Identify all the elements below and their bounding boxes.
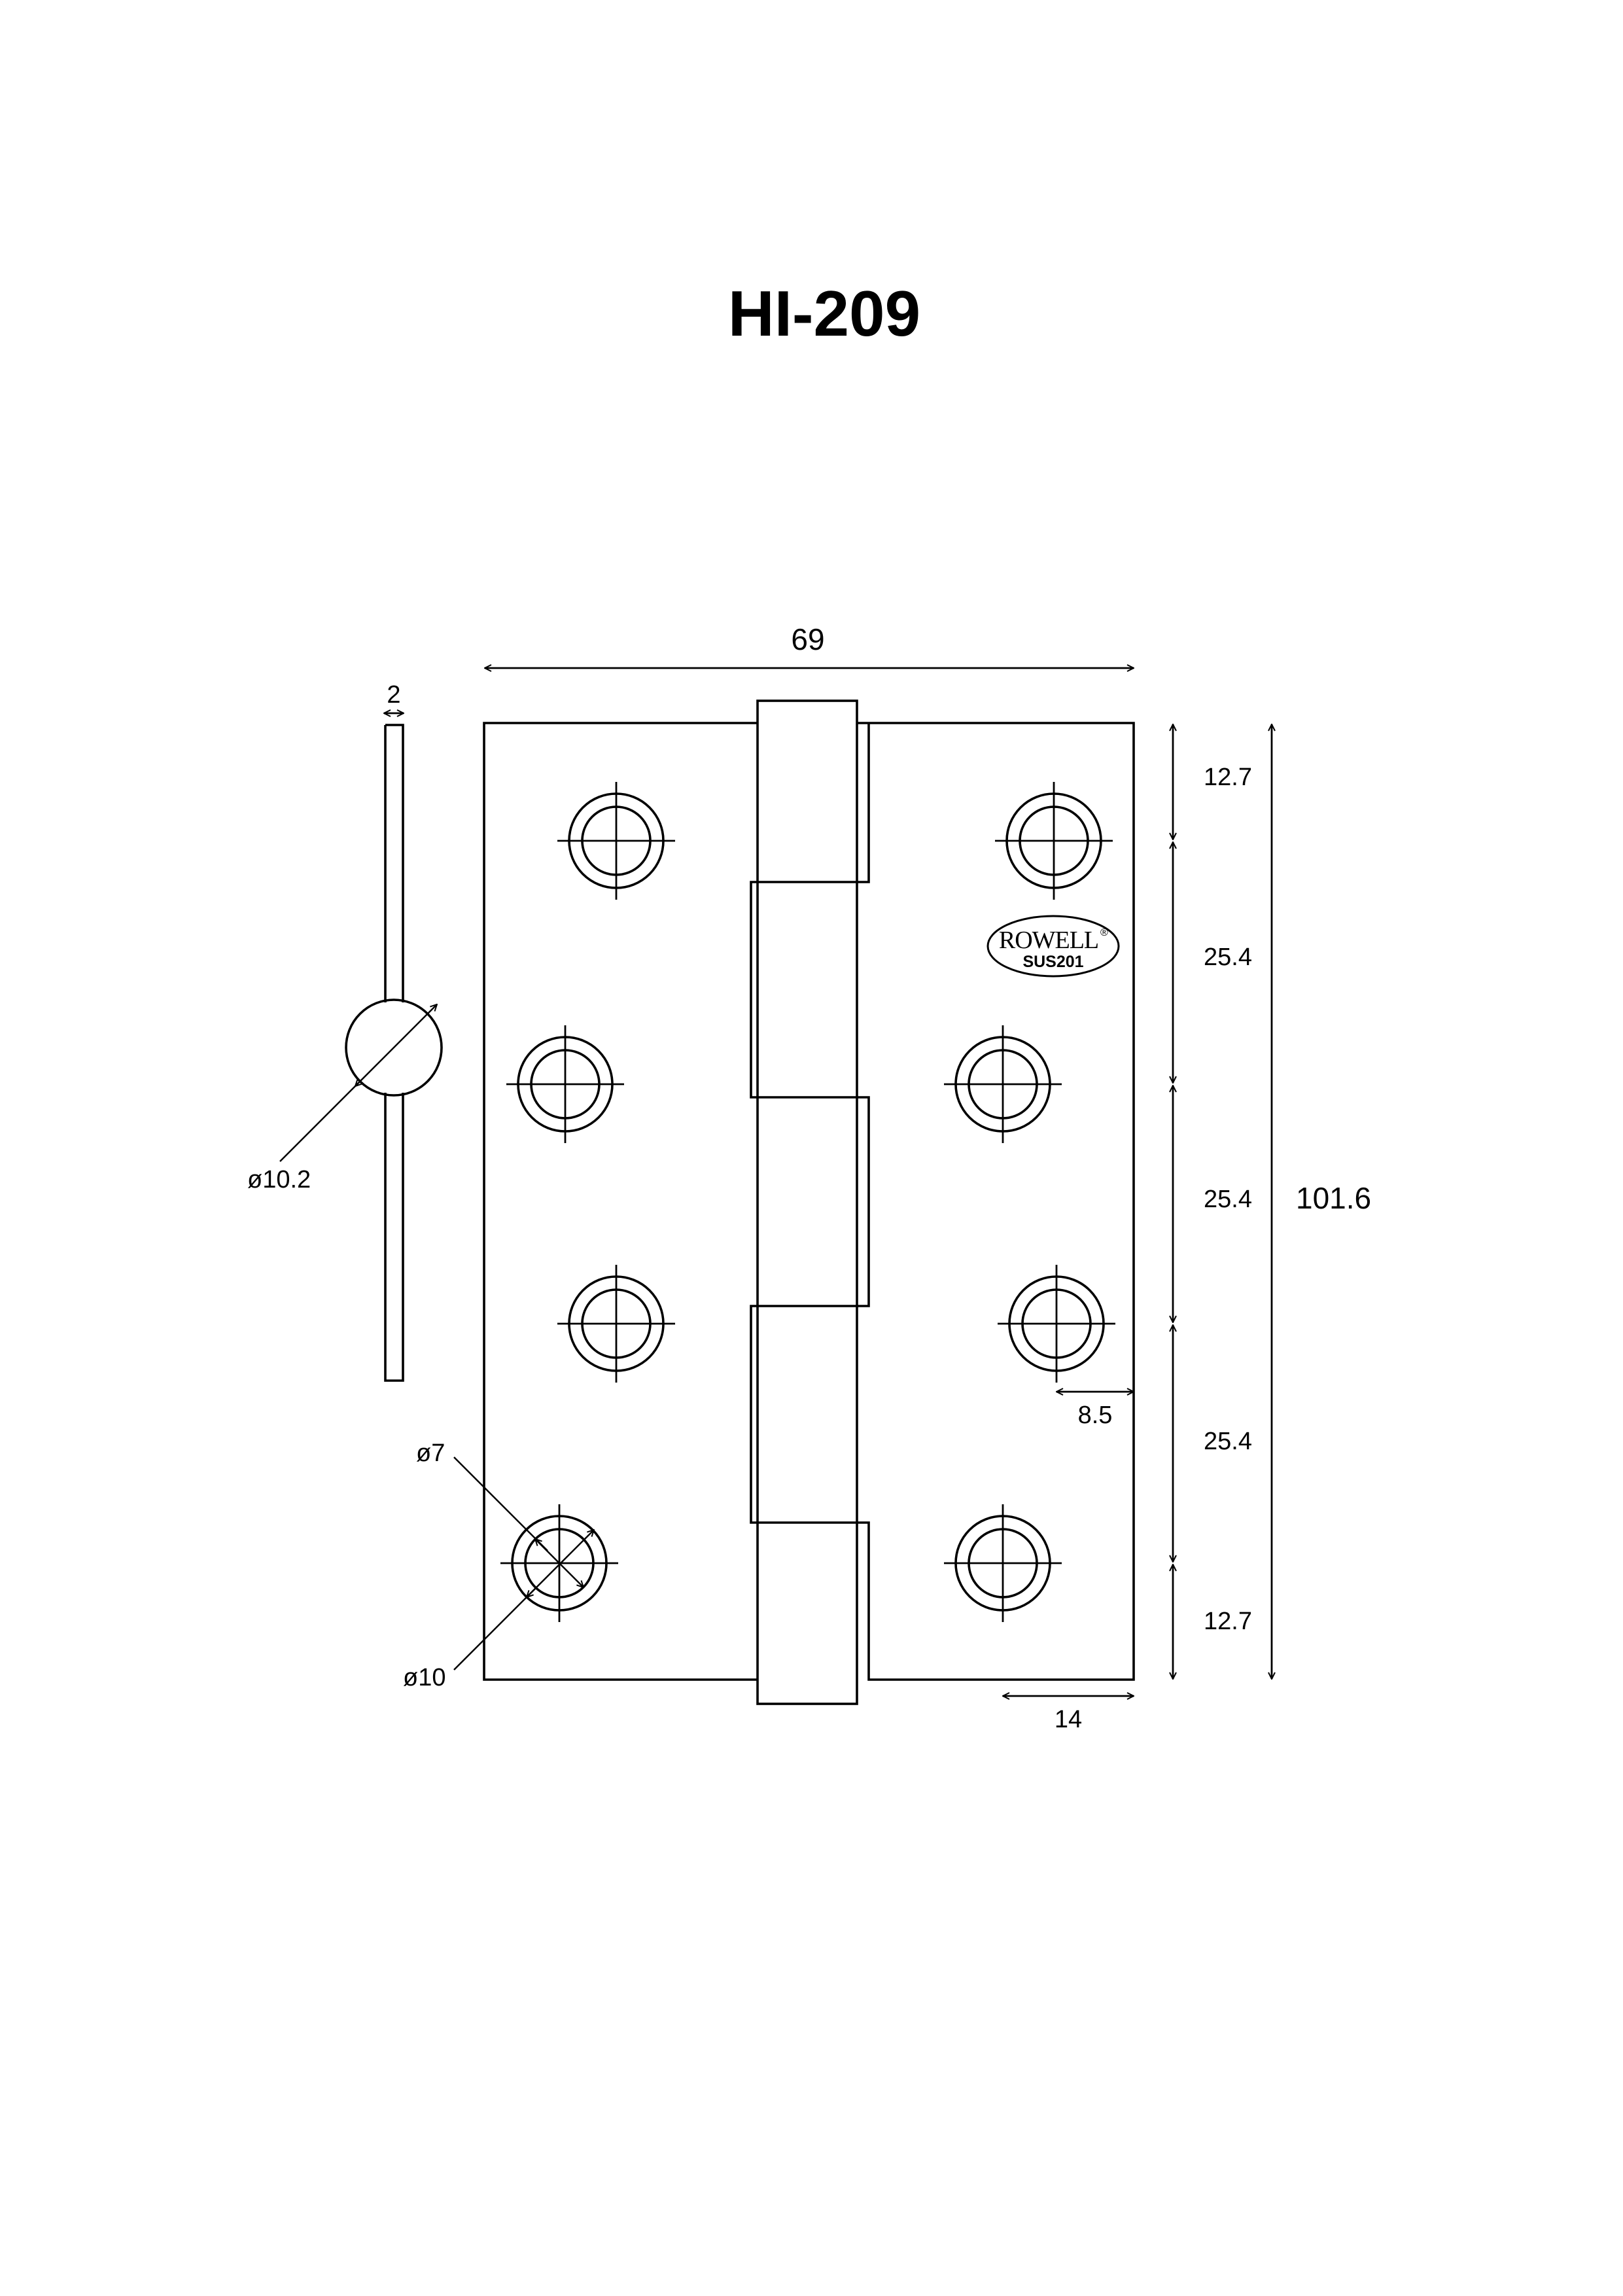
hole-edge-offset-label: 8.5 (1078, 1402, 1113, 1429)
spacing-top-label: 12.7 (1204, 764, 1252, 791)
overall-height-label: 101.6 (1296, 1181, 1371, 1215)
thickness-label: 2 (387, 681, 400, 709)
hinge-pin-barrel (756, 699, 858, 1705)
hole-outer-diameter-label: ø10 (403, 1664, 445, 1691)
hole-inner-diameter-leader (453, 1457, 548, 1551)
hinge-outline (483, 699, 1135, 1705)
hole-inner-diameter-label: ø7 (416, 1439, 445, 1467)
screw-hole (995, 782, 1113, 900)
screw-hole (557, 1265, 675, 1383)
knuckle-circle (345, 998, 443, 1097)
hole-diameter-callouts (453, 1457, 594, 1670)
screw-hole (998, 1265, 1115, 1383)
leaf-hole-offset-label: 14 (1055, 1706, 1082, 1733)
right-leaf-outline (750, 722, 1135, 1681)
screw-hole (506, 1025, 624, 1143)
side-plate-upper (384, 724, 404, 1002)
logo-brand-text: ROWELL (999, 927, 1098, 954)
side-view (279, 724, 443, 1382)
hole-outer-diameter-arrow (527, 1530, 594, 1597)
logo-registered-mark: ® (1100, 927, 1108, 938)
spacing-1-label: 25.4 (1204, 944, 1252, 971)
side-plate-lower (384, 1093, 404, 1382)
hole-outer-diameter-leader (453, 1588, 536, 1670)
screw-hole (557, 782, 675, 900)
logo-ellipse (986, 915, 1120, 978)
rowell-logo (986, 915, 1120, 978)
spacing-bottom-label: 12.7 (1204, 1608, 1252, 1635)
knuckle-diameter-label: ø10.2 (247, 1166, 311, 1193)
logo-material-text: SUS201 (1022, 953, 1083, 971)
screw-hole (944, 1025, 1062, 1143)
overall-width-label: 69 (791, 622, 824, 656)
screw-holes (500, 782, 1115, 1622)
knuckle-diameter-line (355, 1004, 437, 1086)
page-title: HI-209 (728, 277, 920, 349)
knuckle-leader-line (279, 1081, 360, 1162)
dimension-lines (384, 668, 1272, 1696)
left-leaf-outline (483, 722, 758, 1681)
spacing-2-label: 25.4 (1204, 1186, 1252, 1213)
spacing-3-label: 25.4 (1204, 1428, 1252, 1455)
screw-hole (944, 1504, 1062, 1622)
